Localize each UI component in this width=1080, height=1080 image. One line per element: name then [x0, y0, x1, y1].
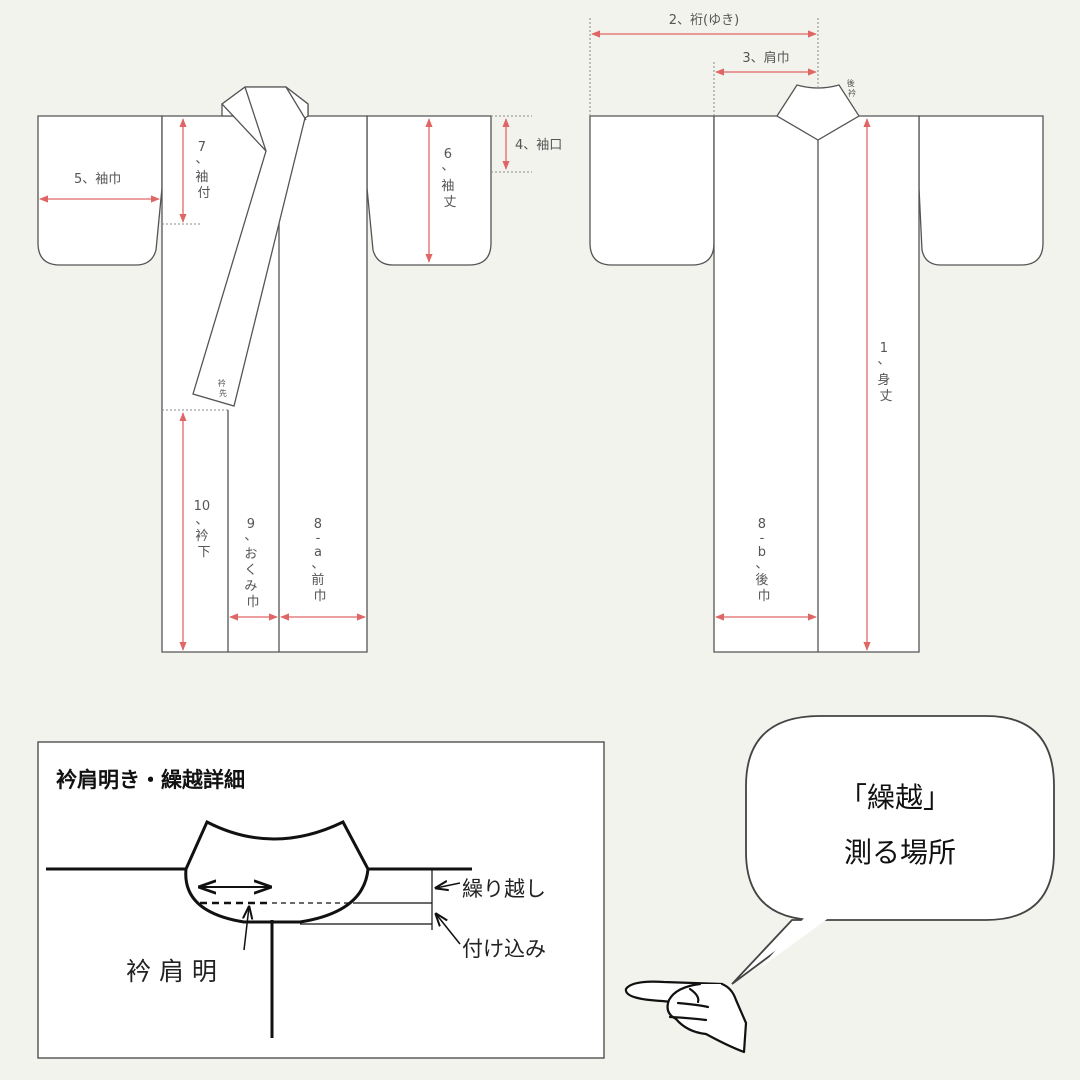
detail-label-tsukekomi: 付け込み: [462, 937, 546, 961]
detail-label-erikata: 衿 肩 明: [126, 957, 217, 986]
label-9: 9 、 お く み 巾: [244, 517, 261, 610]
label-8a: 8 - a 、 前 巾: [311, 517, 328, 604]
callout-line1: 「繰越」: [839, 781, 951, 814]
callout-line2: 測る場所: [844, 836, 956, 869]
detail-collar-shape: [184, 819, 370, 924]
label-6: 6 、 袖 丈: [441, 147, 458, 210]
front-left-sleeve: [37, 115, 163, 266]
pointing-hand-icon: [624, 980, 748, 1054]
detail-label-kurikoshi: 繰り越し: [462, 877, 546, 901]
back-view: 2、裄(ゆき) 3、肩巾 後 衿 1 、 身 丈 8 - b 、 後 巾: [589, 13, 1044, 653]
front-view: 4、袖口 5、袖巾 6 、 袖 丈 7 、 袖 付 衿 先 10 、 衿 下 9…: [37, 86, 562, 653]
detail-title: 衿肩明き・繰越詳細: [56, 768, 245, 792]
label-1: 1 、 身 丈: [877, 341, 894, 404]
back-right-sleeve: [918, 115, 1044, 266]
front-collar: [192, 86, 309, 407]
label-5: 5、袖巾: [74, 172, 121, 187]
label-3: 3、肩巾: [742, 50, 789, 66]
label-7: 7 、 袖 付: [195, 140, 212, 201]
label-10: 10 、 衿 下: [194, 499, 215, 560]
back-collar: [776, 84, 860, 141]
detail-box: 衿肩明き・繰越詳細 繰り越し 付け込み 衿 肩 明: [37, 741, 605, 1059]
label-8b: 8 - b 、 後 巾: [755, 517, 772, 604]
label-4: 4、袖口: [515, 138, 562, 153]
label-eri-saki: 衿 先: [218, 378, 229, 398]
label-ushiro-eri: 後 衿: [847, 78, 858, 98]
speech-bubble: 「繰越」 測る場所: [731, 715, 1055, 985]
back-left-sleeve: [589, 115, 715, 266]
label-2: 2、裄(ゆき): [669, 13, 739, 28]
